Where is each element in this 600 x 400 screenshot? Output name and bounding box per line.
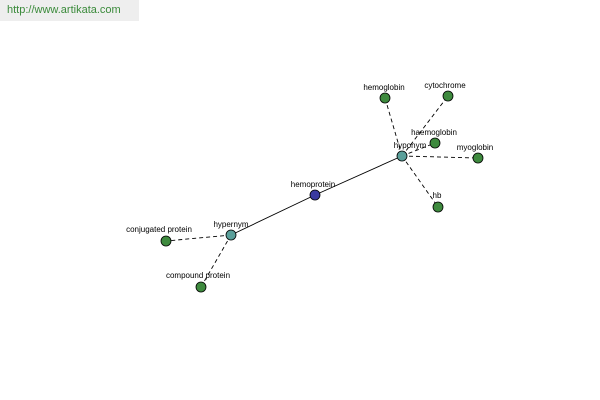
label-myoglobin: myoglobin bbox=[457, 143, 493, 152]
node-hemoprotein[interactable] bbox=[309, 189, 321, 201]
edges-layer bbox=[165, 95, 479, 288]
label-compound-protein: compound protein bbox=[166, 271, 230, 280]
node-hemoglobin[interactable] bbox=[379, 92, 391, 104]
label-hb: hb bbox=[433, 191, 442, 200]
label-conjugated-protein: conjugated protein bbox=[126, 225, 192, 234]
label-cytochrome: cytochrome bbox=[424, 81, 466, 90]
edge-hyponym-haemoglobin bbox=[401, 142, 436, 157]
node-haemoglobin[interactable] bbox=[429, 137, 441, 149]
url-bar: http://www.artikata.com bbox=[0, 0, 139, 21]
label-haemoglobin: haemoglobin bbox=[411, 128, 457, 137]
node-myoglobin[interactable] bbox=[472, 152, 484, 164]
edge-hyponym-cytochrome bbox=[401, 95, 449, 157]
edge-hypernym-compound-protein bbox=[200, 234, 232, 288]
nodes-layer bbox=[160, 90, 484, 293]
node-hb[interactable] bbox=[432, 201, 444, 213]
label-hemoglobin: hemoglobin bbox=[363, 83, 404, 92]
edge-hypernym-conjugated-protein bbox=[165, 234, 232, 242]
node-compound-protein[interactable] bbox=[195, 281, 207, 293]
labels-layer: hemoprotein hyponym hypernym hemoglobin cyto… bbox=[126, 81, 493, 280]
edge-hyponym-hb bbox=[401, 155, 439, 208]
site-url-link[interactable]: http://www.artikata.com bbox=[7, 4, 121, 16]
edge-hyponym-hemoglobin bbox=[384, 97, 403, 157]
label-hypernym: hypernym bbox=[213, 220, 248, 229]
edge-hyponym-myoglobin bbox=[401, 155, 479, 159]
node-hypernym[interactable] bbox=[225, 229, 237, 241]
edge-hemoprotein-hyponym bbox=[314, 155, 403, 196]
edge-hemoprotein-hypernym bbox=[230, 194, 316, 236]
node-hyponym[interactable] bbox=[396, 150, 408, 162]
node-conjugated-protein[interactable] bbox=[160, 235, 172, 247]
label-hyponym: hyponym bbox=[394, 141, 427, 150]
node-cytochrome[interactable] bbox=[442, 90, 454, 102]
label-hemoprotein: hemoprotein bbox=[291, 180, 335, 189]
